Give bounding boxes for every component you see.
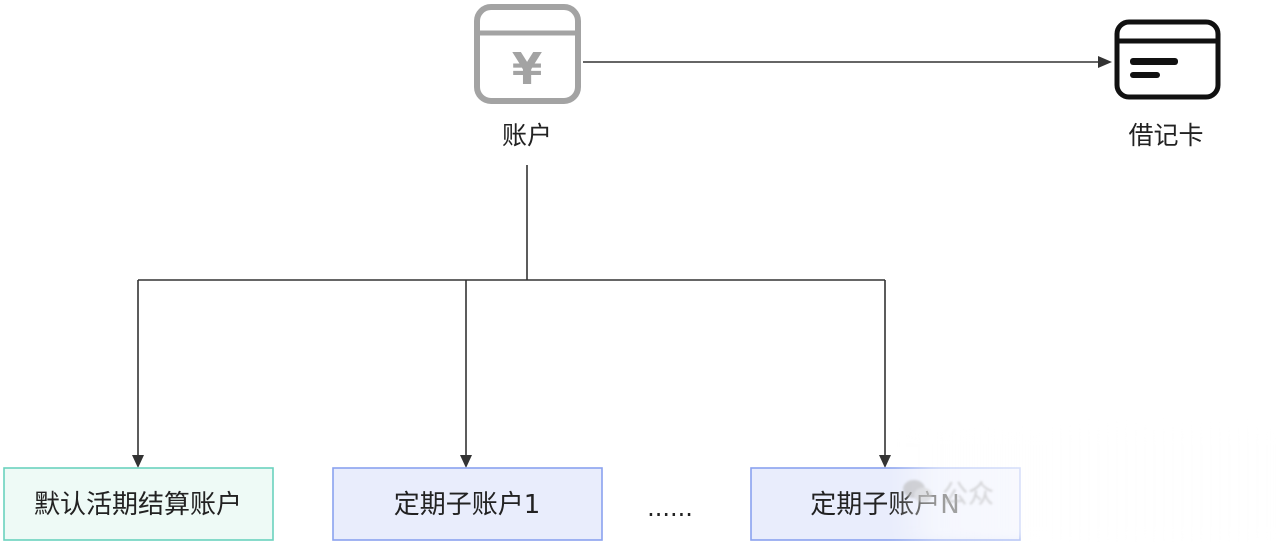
debit-card-icon bbox=[1114, 19, 1221, 100]
fixed-sub-account-n-box: 定期子账户N bbox=[750, 467, 1021, 541]
arrow-to-settlement bbox=[132, 280, 144, 468]
settlement-account-box: 默认活期结算账户 bbox=[3, 467, 274, 541]
fixed-sub-account-1-label: 定期子账户1 bbox=[394, 490, 541, 520]
debit-card-label: 借记卡 bbox=[1128, 121, 1203, 150]
account-label: 账户 bbox=[502, 121, 552, 150]
settlement-account-label: 默认活期结算账户 bbox=[34, 490, 242, 520]
ellipsis: ...... bbox=[647, 494, 693, 522]
fixed-sub-account-1-box: 定期子账户1 bbox=[332, 467, 603, 541]
yuan-account-icon: ¥ bbox=[474, 4, 581, 104]
arrow-to-fixed-n bbox=[879, 280, 891, 468]
tree-connector bbox=[138, 165, 885, 281]
fixed-sub-account-n-label: 定期子账户N bbox=[810, 490, 959, 520]
yuan-glyph: ¥ bbox=[512, 44, 543, 95]
account-to-card-arrow bbox=[583, 56, 1112, 68]
arrow-to-fixed-1 bbox=[460, 280, 472, 468]
